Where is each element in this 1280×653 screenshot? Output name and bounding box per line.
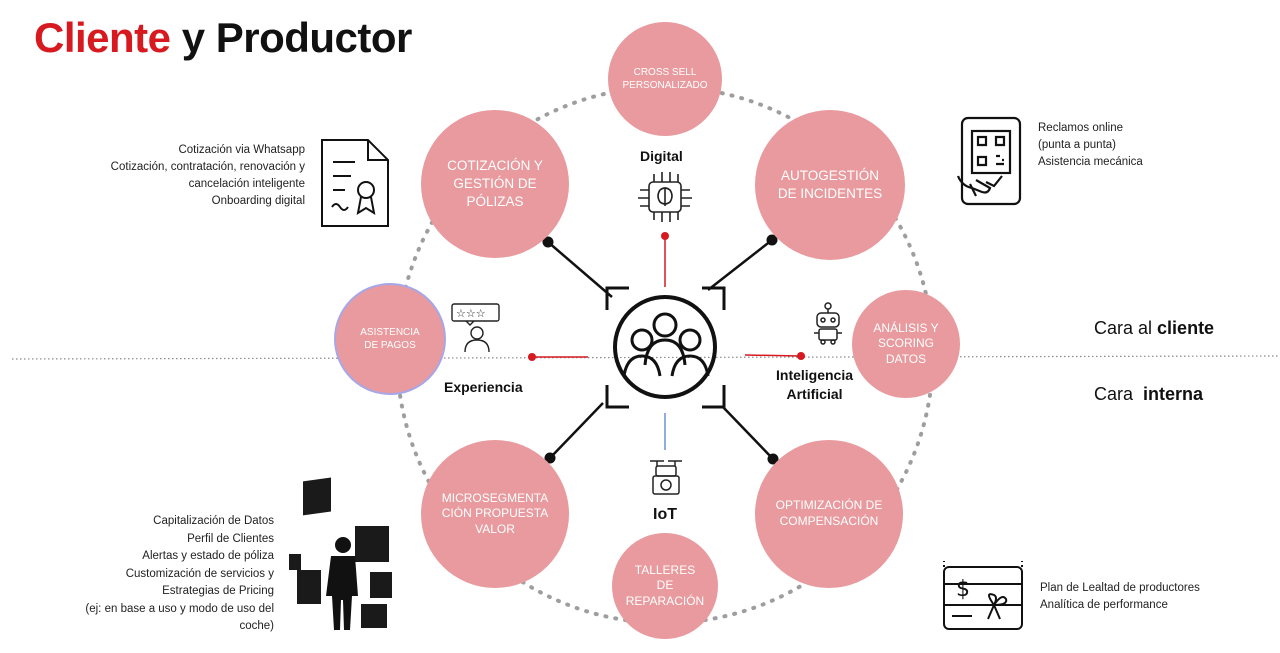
talleres-line1: TALLERES: [634, 562, 696, 577]
panel-top-right: Reclamos online (punta a punta) Asistenc…: [1038, 120, 1143, 171]
panel-line: Perfil de Clientes: [187, 532, 274, 545]
gift-card-icon: $: [943, 561, 1023, 630]
cross-sell-line1: CROSS SELL: [633, 66, 697, 78]
team-focus-icon: [605, 286, 726, 409]
optimizacion-line1: OPTIMIZACIÓN DE: [775, 498, 883, 513]
talleres-line3: REPARACIÓN: [625, 593, 705, 608]
asistencia-line1: ASISTENCIA: [360, 326, 420, 338]
analisis-line1: ANÁLISIS Y: [873, 320, 939, 335]
circle-autogestion: AUTOGESTIÓN DE INCIDENTES: [755, 110, 905, 260]
panel-line: Reclamos online: [1038, 122, 1124, 134]
cross-sell-line2: PERSONALIZADO: [622, 80, 708, 91]
cotizacion-line1: COTIZACIÓN y: [447, 157, 543, 173]
asistencia-line2: DE PAGOS: [364, 340, 416, 351]
analisis-line2: SCORING: [877, 336, 934, 351]
micro-line3: VALOR: [475, 521, 515, 536]
panel-line: Asistencia mecánica: [1038, 156, 1143, 168]
panel-line: (ej: en base a uso y modo de uso del: [85, 602, 274, 615]
person-screens-icon: [289, 477, 392, 630]
panel-top-left: Cotización via Whatsapp Cotización, cont…: [111, 142, 305, 210]
panel-line: Cotización, contratación, renovación y: [110, 161, 305, 173]
talleres-line2: DE: [656, 578, 674, 593]
cara-al-cliente: Cara al cliente: [1094, 318, 1214, 339]
label-iot: IoT: [653, 506, 677, 523]
panel-line: Cotización via Whatsapp: [178, 144, 305, 156]
panel-line: Capitalización de Datos: [153, 515, 274, 527]
panel-line: Alertas y estado de póliza: [142, 550, 274, 562]
cara-interna: Cara interna: [1094, 384, 1203, 405]
micro-line1: MICROSEGMENTA: [441, 490, 549, 505]
panel-line: coche): [239, 620, 274, 632]
panel-line: cancelación inteligente: [188, 178, 305, 190]
ia-line1: Inteligencia: [776, 367, 854, 383]
robot-icon: [814, 302, 842, 345]
connectors: [547, 239, 774, 460]
circle-cross-sell: CROSS SELL PERSONALIZADO: [608, 22, 722, 136]
circle-asistencia-pagos: ASISTENCIA DE PAGOS: [334, 283, 446, 395]
certificate-icon: [321, 139, 389, 227]
panel-bottom-left: Capitalización de Datos Perfil de Client…: [85, 513, 274, 636]
cotizacion-line3: PÓLIZAS: [466, 194, 524, 210]
analisis-line3: DATOS: [885, 351, 927, 366]
pillar-connectors: [528, 232, 805, 450]
label-experiencia: Experiencia: [444, 379, 523, 395]
title-part2: y Productor: [181, 14, 413, 61]
qr-phone-icon: [956, 116, 1022, 206]
optimizacion-line2: COMPENSACIÓN: [779, 514, 879, 528]
panel-line: Estrategias de Pricing: [162, 585, 274, 597]
svg-text:$: $: [956, 577, 970, 602]
svg-text:☆☆☆: ☆☆☆: [456, 307, 486, 320]
autogestion-line2: DE INCIDENTES: [777, 186, 883, 201]
ai-chip-icon: [638, 172, 692, 222]
title-part1: Cliente: [34, 14, 171, 61]
cara-cliente-bold: cliente: [1157, 318, 1215, 338]
panel-line: Analítica de performance: [1040, 599, 1168, 611]
cotizacion-line2: GESTIÓN DE: [453, 175, 537, 191]
panel-line: Plan de Lealtad de productores: [1040, 582, 1200, 594]
panel-line: Onboarding digital: [211, 195, 305, 207]
label-digital: Digital: [640, 148, 683, 164]
drone-icon: [650, 460, 682, 495]
micro-line2: CIÓN PROPUESTA: [441, 506, 549, 521]
cara-interna-bold: interna: [1143, 384, 1204, 404]
ia-line2: Artificial: [786, 386, 843, 402]
rating-person-icon: ☆☆☆: [451, 303, 500, 353]
cara-cliente-prefix: Cara al: [1094, 318, 1153, 338]
autogestion-line1: AUTOGESTIÓN: [780, 167, 879, 183]
circle-cotizacion: COTIZACIÓN y GESTIÓN DE PÓLIZAS: [421, 110, 569, 258]
page-title: Cliente y Productor: [34, 14, 412, 62]
cara-interna-prefix: Cara: [1094, 384, 1134, 404]
panel-bottom-right: Plan de Lealtad de productores Analítica…: [1040, 580, 1200, 614]
panel-line: (punta a punta): [1038, 139, 1117, 151]
panel-line: Customización de servicios y: [125, 567, 274, 580]
